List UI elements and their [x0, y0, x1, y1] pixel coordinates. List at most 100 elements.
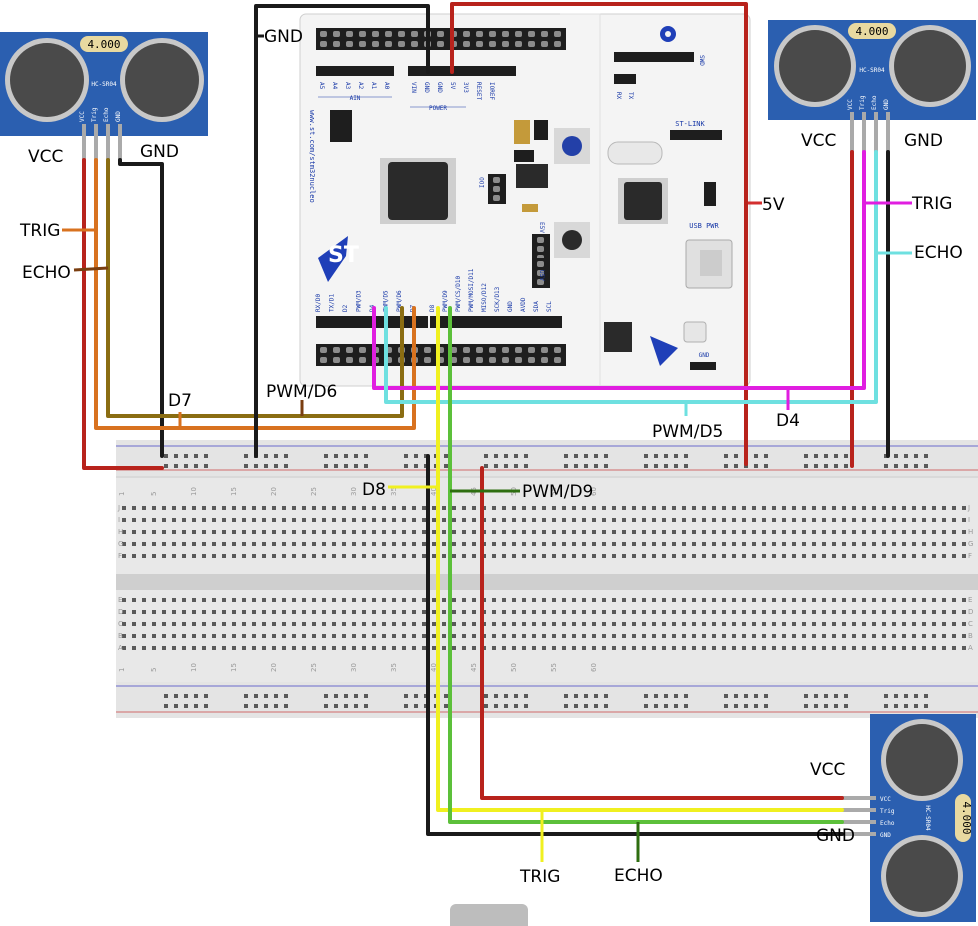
ain-header [316, 66, 394, 76]
svg-text:VCC: VCC [79, 111, 86, 122]
wire-5v [450, 2, 748, 466]
column-number: 5 [150, 668, 158, 672]
digital-pin-label: TX/D1 [329, 294, 336, 312]
user-button [554, 128, 590, 164]
column-number: 15 [230, 663, 238, 672]
st-flower-logo [660, 26, 676, 42]
wire-bottom-vcc [480, 466, 844, 800]
labels: VCC GND TRIG ECHO GND 5V D7 PWM/D6 PWM/D… [19, 27, 963, 887]
row-letter: A [968, 644, 973, 652]
label-right-vcc: VCC [801, 131, 836, 151]
rx-tx-header [614, 74, 636, 84]
power-pin-label: GND [423, 82, 430, 93]
led [683, 321, 707, 343]
power-header [408, 66, 516, 76]
row-letter: I [118, 516, 120, 524]
row-letter: F [968, 552, 972, 560]
svg-text:Echo: Echo [880, 820, 895, 827]
sensor-top-right-pins: VCC Trig Echo GND [847, 95, 890, 152]
digital-pin-label: AVDD [520, 297, 527, 312]
column-number: 25 [310, 663, 318, 672]
column-number: 60 [590, 487, 598, 496]
row-letter: D [968, 608, 973, 616]
column-number: 60 [590, 663, 598, 672]
digital-pin-label: SDA [533, 301, 540, 312]
sensor-model: HC-SR04 [859, 67, 885, 74]
column-number: 20 [270, 487, 278, 496]
power-pin-label: 5V [449, 82, 456, 90]
wire-bottom-echo [448, 306, 844, 824]
capacitor [514, 120, 530, 144]
ain-pin-label: A4 [331, 82, 338, 90]
row-letter: A [118, 644, 123, 652]
label-right-trig: TRIG [911, 194, 952, 214]
column-number: 35 [390, 487, 398, 496]
label-top-gnd: GND [264, 27, 303, 47]
wire-bottom-trig [436, 306, 844, 812]
row-letter: F [118, 552, 122, 560]
board-website: www.st.com/stm32nucleo [308, 110, 316, 203]
column-number: 15 [230, 487, 238, 496]
morpho-header-bottom [316, 344, 566, 366]
column-number: 55 [550, 663, 558, 672]
row-letter: E [118, 596, 122, 604]
crystal [607, 141, 663, 165]
sensor-top-left-pins: VCC Trig Echo GND [79, 107, 122, 160]
sensor-display: 4.000 [87, 38, 120, 51]
label-right-gnd: GND [904, 131, 943, 151]
sensor-bottom-right: 4.000 HC-SR04 [870, 714, 976, 922]
digital-pin-label: MISO/D12 [481, 283, 488, 312]
ain-pin-label: A3 [344, 82, 351, 90]
svg-text:Trig: Trig [880, 808, 895, 815]
column-number: 10 [190, 663, 198, 672]
digital-pin-label: PWM/D3 [356, 290, 363, 312]
row-letter: J [117, 504, 120, 512]
label-bottom-gnd: GND [816, 826, 855, 846]
svg-text:Trig: Trig [91, 107, 98, 122]
board-component [330, 110, 352, 142]
row-letter: G [968, 540, 973, 548]
label-d4: D4 [776, 411, 800, 431]
ioo-label: IOO [479, 177, 486, 188]
label-left-trig: TRIG [19, 221, 60, 241]
label-left-vcc: VCC [28, 147, 63, 167]
svg-text:RX: RX [615, 92, 622, 100]
column-number: 55 [550, 487, 558, 496]
label-pwm-d5: PWM/D5 [652, 422, 723, 442]
u5v-label: U5V [538, 270, 545, 281]
digital-header-right [430, 316, 562, 328]
column-number: 20 [270, 663, 278, 672]
sensor-top-left: 4.000 HC-SR04 [0, 32, 208, 136]
row-letter: C [118, 620, 123, 628]
digital-pin-label: SCK/D13 [494, 286, 501, 312]
power-pin-label: GND [436, 82, 443, 93]
label-pwm-d6: PWM/D6 [266, 382, 337, 402]
sensor-model: HC-SR04 [91, 81, 117, 88]
wire-right-trig [372, 150, 866, 390]
gnd-small-label: GND [699, 352, 710, 359]
board-component [534, 120, 548, 140]
column-number: 5 [150, 492, 158, 496]
stlink-chip [618, 178, 668, 224]
column-number: 25 [310, 487, 318, 496]
ain-pin-label: A2 [357, 82, 364, 90]
sensor-display: 4.000 [960, 801, 973, 834]
st-logo: ST [318, 236, 359, 282]
column-number: 1 [118, 668, 126, 672]
ain-pin-label: A5 [318, 82, 325, 90]
wire-left-gnd [118, 158, 164, 458]
svg-text:Trig: Trig [859, 95, 866, 110]
ain-pin-label: A0 [383, 82, 390, 90]
column-number: 30 [350, 663, 358, 672]
row-letter: I [968, 516, 970, 524]
sensor-top-right: 4.000 HC-SR04 [768, 20, 976, 120]
mcu-chip [380, 158, 456, 224]
st-link-label: ST-LINK [675, 120, 705, 128]
wire-gnd-top [254, 4, 430, 458]
digital-pin-label: D2 [342, 304, 349, 312]
row-letter: H [968, 528, 973, 536]
sensor-bottom-right-pins: VCC Trig Echo GND [842, 796, 895, 839]
power-group-label: POWER [429, 105, 447, 112]
